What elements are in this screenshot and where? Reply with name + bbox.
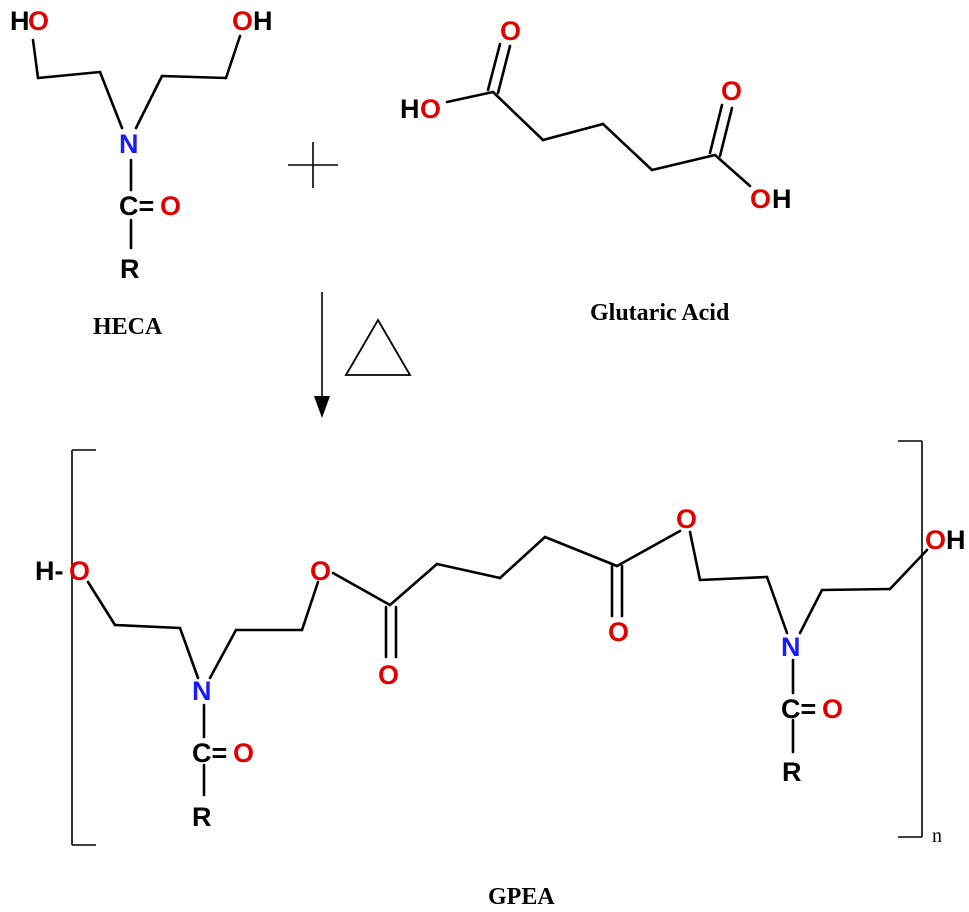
heca-o-left: O bbox=[28, 6, 49, 36]
glutaric-o-left: O bbox=[420, 94, 441, 124]
glutaric-acid-label: Glutaric Acid bbox=[590, 300, 730, 326]
gpea-structure: H- O N C= O R O O O O N C= O R O H bbox=[35, 504, 966, 832]
glutaric-h-left: H bbox=[400, 94, 420, 124]
heca-r-group: R bbox=[120, 254, 140, 284]
heca-h-left: H bbox=[10, 6, 30, 36]
heca-carbonyl-c: C= bbox=[119, 191, 154, 221]
glutaric-o-top-left: O bbox=[500, 16, 521, 46]
triangle-heat-icon bbox=[344, 318, 412, 376]
gpea-carbonyl-c-right: C= bbox=[781, 694, 816, 724]
gpea-r-left: R bbox=[192, 802, 212, 832]
glutaric-o-right: O bbox=[750, 184, 771, 214]
glutaric-o-top-right: O bbox=[721, 76, 742, 106]
heca-label: HECA bbox=[93, 314, 163, 340]
plus-sign bbox=[288, 142, 338, 188]
gpea-h-end-right: H bbox=[946, 525, 966, 555]
gpea-carbonyl-o-middle-left: O bbox=[378, 660, 399, 690]
right-bracket bbox=[898, 440, 923, 838]
heca-structure: H O O H N C= O R bbox=[10, 6, 273, 284]
gpea-carbonyl-o-right: O bbox=[822, 694, 843, 724]
left-bracket bbox=[71, 449, 96, 846]
glutaric-h-right: H bbox=[772, 184, 792, 214]
gpea-carbonyl-o-middle-right: O bbox=[608, 617, 629, 647]
reaction-arrow bbox=[314, 292, 330, 418]
gpea-carbonyl-o-left: O bbox=[233, 738, 254, 768]
repeat-subscript: n bbox=[932, 825, 942, 847]
gpea-carbonyl-c-left: C= bbox=[192, 738, 227, 768]
heca-carbonyl-o: O bbox=[160, 191, 181, 221]
gpea-ester-o-left: O bbox=[310, 556, 331, 586]
gpea-o-end-right: O bbox=[925, 525, 946, 555]
gpea-nitrogen-left: N bbox=[192, 676, 212, 706]
glutaric-acid-structure: H O O O O H bbox=[400, 16, 792, 214]
heca-nitrogen: N bbox=[119, 129, 139, 159]
heca-h-right: H bbox=[253, 6, 273, 36]
gpea-ester-o-right: O bbox=[676, 504, 697, 534]
gpea-h-end: H- bbox=[35, 556, 64, 586]
heca-o-right: O bbox=[232, 6, 253, 36]
gpea-nitrogen-right: N bbox=[781, 632, 801, 662]
gpea-r-right: R bbox=[782, 757, 802, 787]
gpea-label: GPEA bbox=[488, 884, 555, 910]
gpea-o-end: O bbox=[69, 556, 90, 586]
